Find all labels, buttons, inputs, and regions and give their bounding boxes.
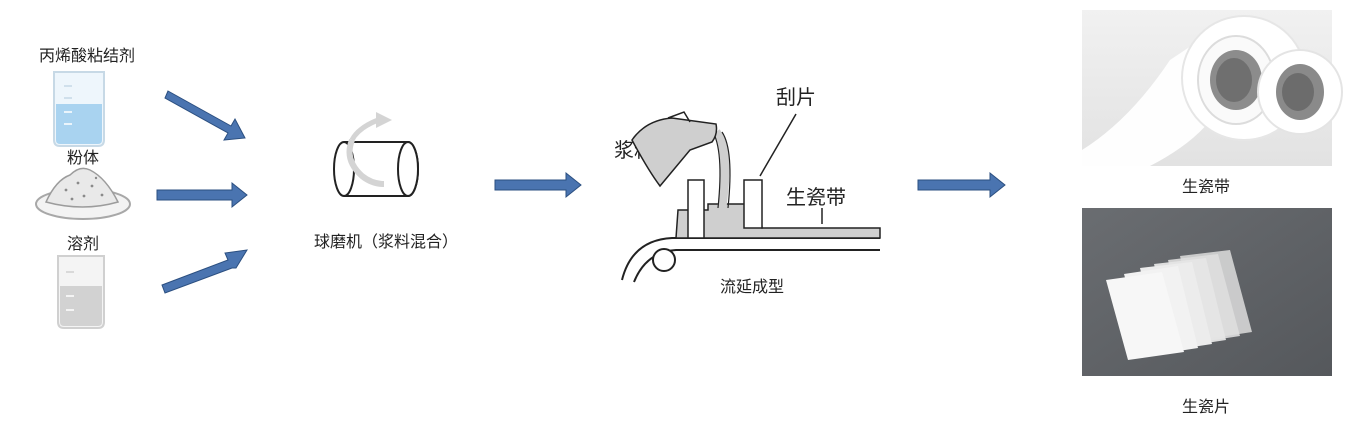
blade-label: 刮片 [776, 85, 816, 109]
green-sheet-caption: 生瓷片 [1181, 397, 1231, 416]
green-tape-label: 生瓷带 [786, 185, 846, 209]
arrow-casting-to-outputs [917, 171, 1006, 199]
powder-plate-icon [35, 167, 131, 220]
tape-casting-machine-icon [621, 111, 881, 283]
beaker-gray-icon [57, 255, 105, 329]
tape-casting-label: 流延成型 [719, 277, 785, 296]
green-tape-caption: 生瓷带 [1181, 177, 1231, 196]
green-sheet-photo [1082, 208, 1332, 376]
ball-mill-label: 球磨机（浆料混合） [313, 232, 459, 251]
ball-mill-drum-icon [333, 112, 419, 197]
powder-label: 粉体 [66, 148, 100, 167]
arrow-powder-to-mill [156, 181, 248, 209]
arrow-mill-to-casting [494, 171, 582, 199]
solvent-label: 溶剂 [66, 234, 100, 253]
arrow-binder-to-mill [164, 90, 246, 141]
beaker-blue-icon [53, 71, 105, 147]
binder-label: 丙烯酸粘结剂 [38, 46, 136, 65]
arrow-solvent-to-mill [161, 249, 248, 294]
green-tape-photo [1082, 10, 1343, 166]
